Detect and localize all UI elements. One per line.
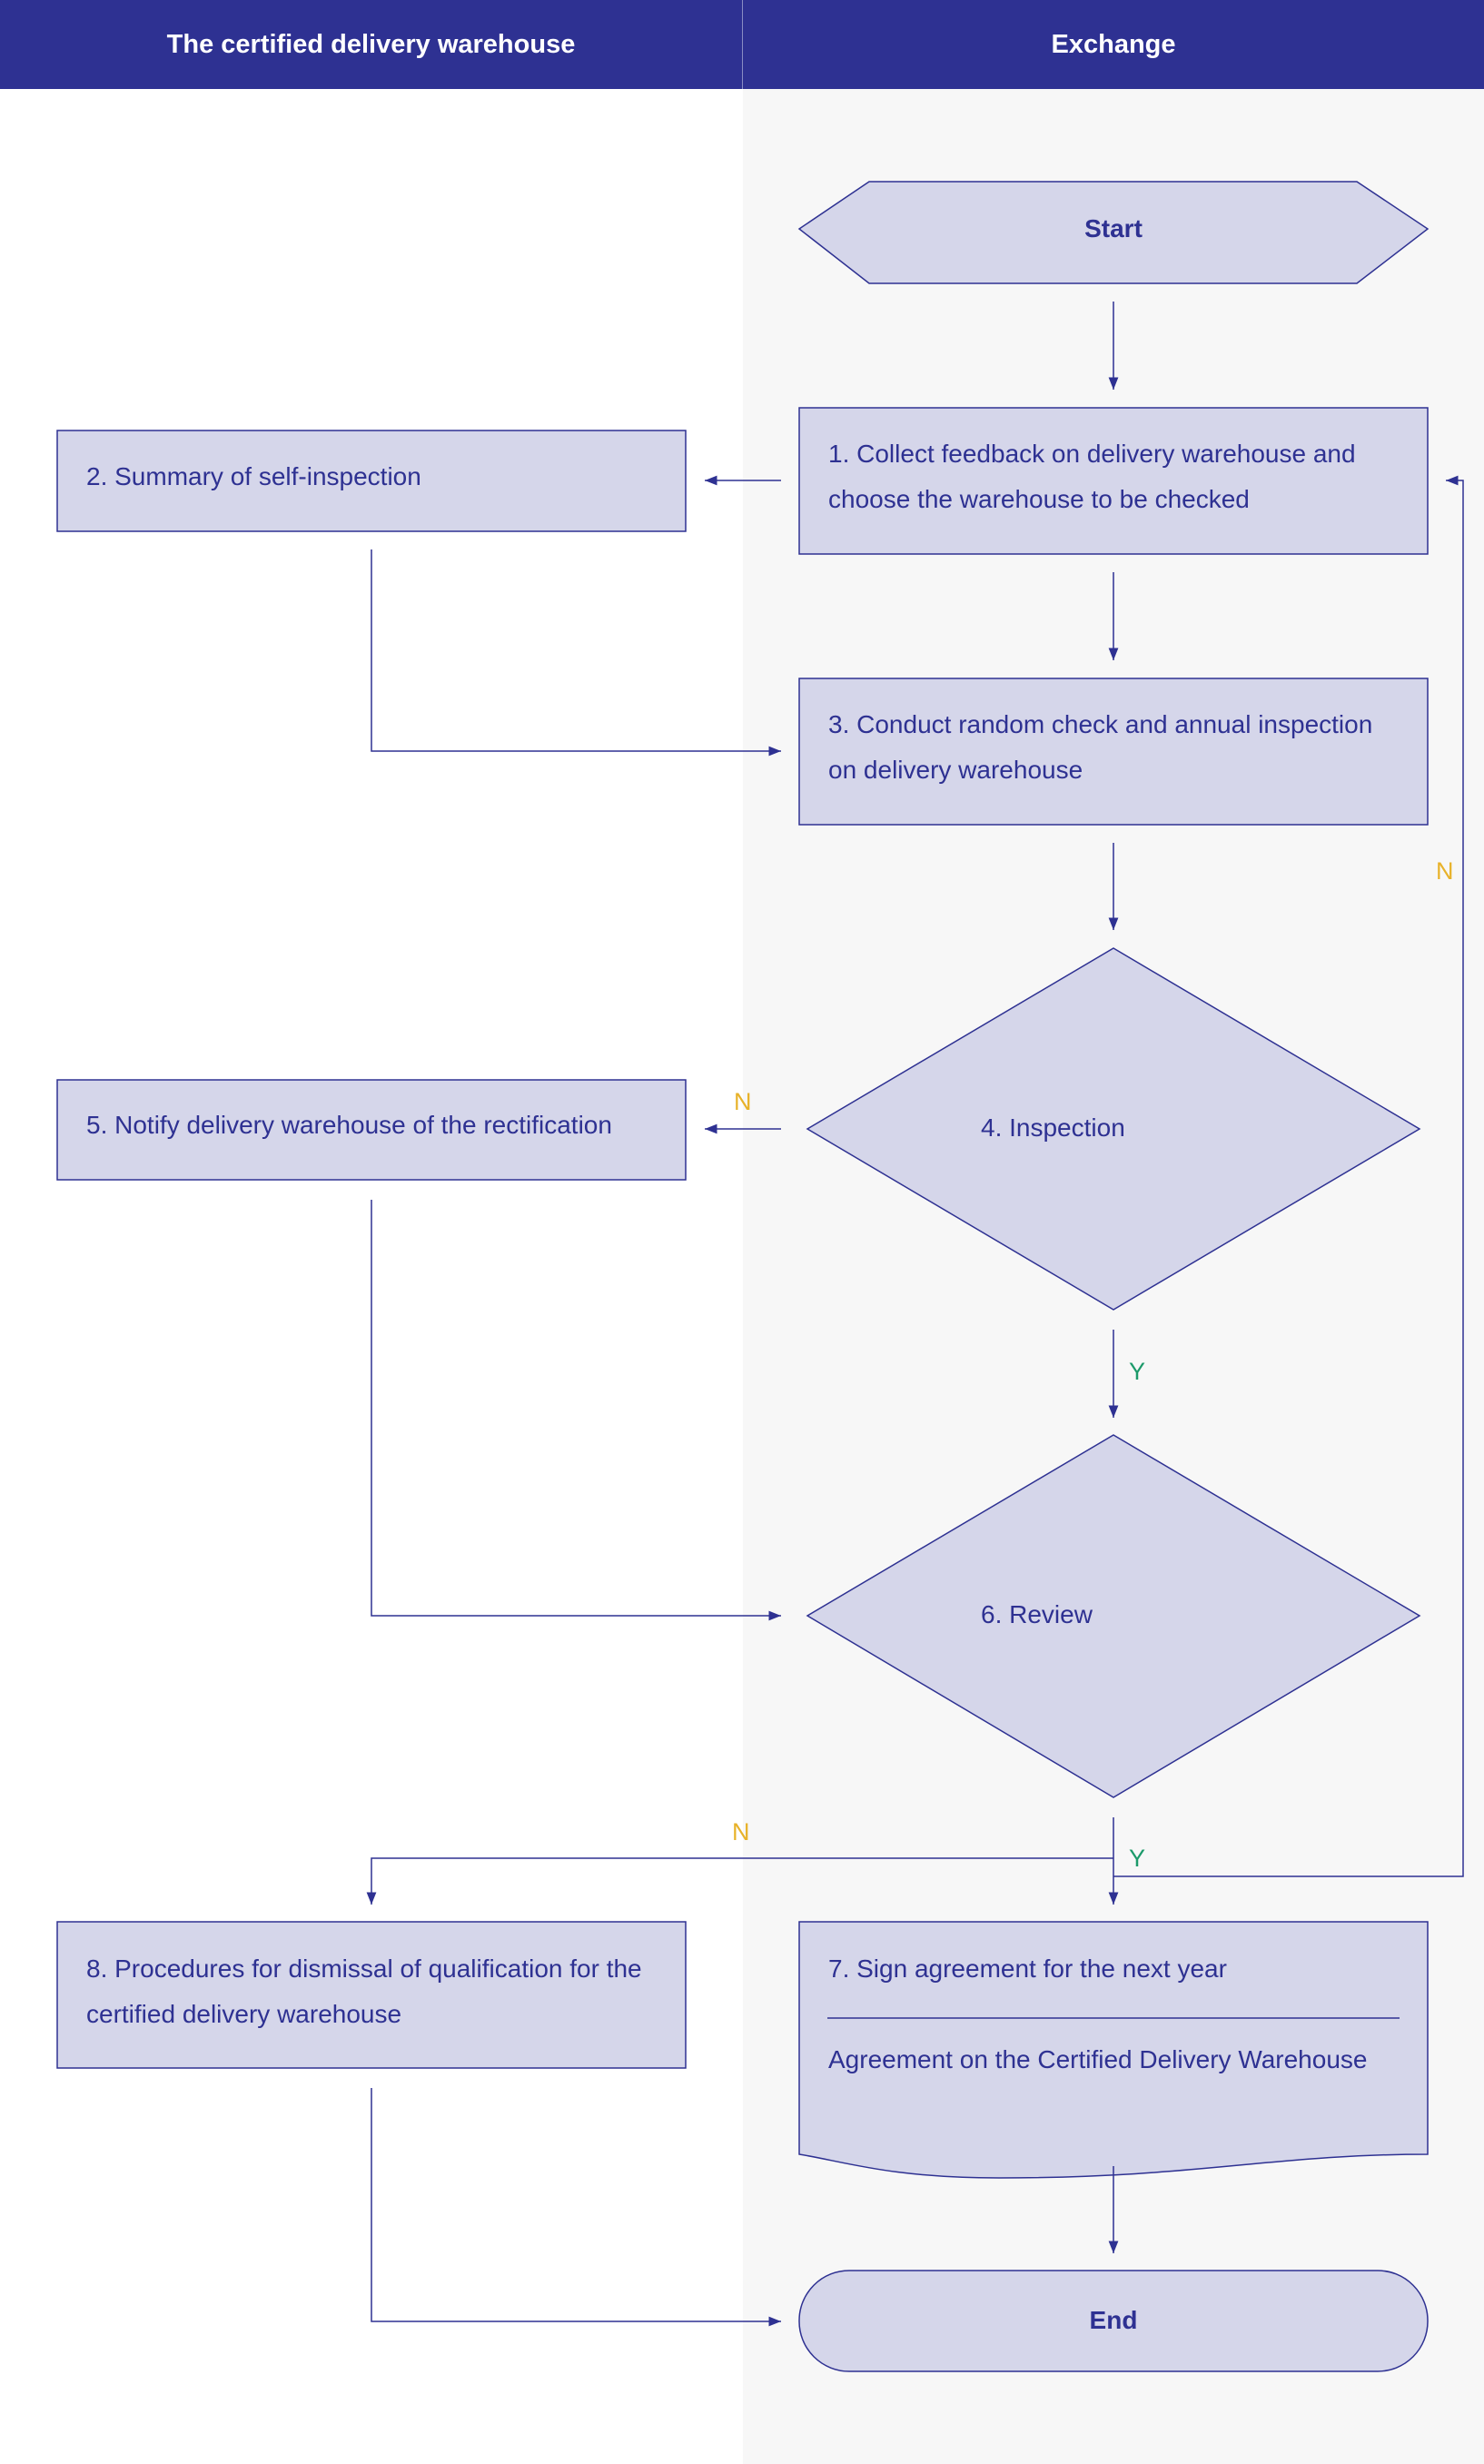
step-1-label-line-2: choose the warehouse to be checked bbox=[828, 485, 1250, 513]
edge-label-y-6-to-7: Y bbox=[1129, 1845, 1146, 1872]
step-3-label-line-1: 3. Conduct random check and annual inspe… bbox=[828, 710, 1373, 738]
edge-label-y-4-to-6: Y bbox=[1129, 1358, 1146, 1385]
step-5-box bbox=[56, 1079, 687, 1181]
header-divider bbox=[742, 0, 743, 89]
step-3-box bbox=[798, 678, 1429, 826]
step-8-label-line-2: certified delivery warehouse bbox=[86, 2000, 402, 2028]
step-7-document bbox=[798, 1921, 1429, 2179]
edge-label-n-6-to-8: N bbox=[732, 1818, 750, 1846]
step-2-box bbox=[56, 430, 687, 532]
step-6-label: 6. Review bbox=[981, 1600, 1093, 1628]
step-8-label-line-1: 8. Procedures for dismissal of qualifica… bbox=[86, 1954, 642, 1983]
step-1-label-line-1: 1. Collect feedback on delivery warehous… bbox=[828, 440, 1356, 468]
step-1-box bbox=[798, 407, 1429, 555]
step-7-label-line-1: 7. Sign agreement for the next year bbox=[828, 1954, 1227, 1983]
edge-label-n-4-to-5: N bbox=[734, 1088, 752, 1115]
lane-header-warehouse: The certified delivery warehouse bbox=[0, 0, 742, 89]
lane-header-exchange: Exchange bbox=[743, 0, 1484, 89]
step-5-label: 5. Notify delivery warehouse of the rect… bbox=[86, 1111, 612, 1139]
start-label: Start bbox=[1084, 214, 1143, 242]
end-node bbox=[798, 2270, 1429, 2372]
edge-5-to-6 bbox=[371, 1200, 781, 1621]
edge-label-n-loop: N bbox=[1436, 857, 1454, 885]
start-node bbox=[797, 181, 1430, 284]
step-4-diamond bbox=[806, 947, 1421, 1311]
edge-8-to-end bbox=[371, 2088, 781, 2327]
step-7-label-line-2: Agreement on the Certified Delivery Ware… bbox=[828, 2045, 1368, 2073]
step-3-label-line-2: on delivery warehouse bbox=[828, 756, 1083, 784]
step-2-label: 2. Summary of self-inspection bbox=[86, 462, 421, 490]
step-4-label: 4. Inspection bbox=[981, 1113, 1125, 1142]
edge-6-loop-to-1 bbox=[1113, 475, 1464, 1877]
step-6-diamond bbox=[806, 1434, 1421, 1798]
end-label: End bbox=[1089, 2306, 1138, 2334]
step-8-box bbox=[56, 1921, 687, 2069]
edge-2-to-3 bbox=[371, 549, 781, 757]
edge-6-to-8 bbox=[366, 1857, 1113, 1905]
